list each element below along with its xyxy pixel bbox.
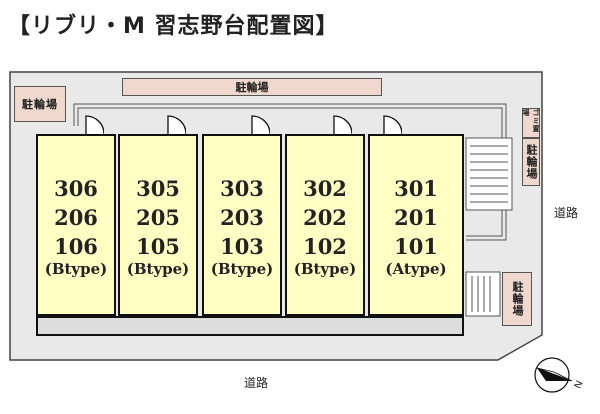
unit-room-numbers: 306 206 106 [38, 174, 114, 261]
staircase [465, 137, 513, 211]
road-label-right: 道路 [554, 206, 579, 220]
page-title: 【リブリ・M 習志野台配置図】 [8, 14, 339, 39]
entrance-steps [465, 271, 501, 317]
door-icon [251, 115, 270, 134]
door-icon [333, 115, 352, 134]
unit-room-numbers: 301 201 101 [370, 174, 462, 261]
room-number: 301 [394, 176, 438, 201]
door-icon [167, 115, 186, 134]
room-number: 201 [394, 205, 438, 230]
parking-left-label: 駐輪場 [22, 98, 58, 111]
unit-type: (Atype) [385, 260, 447, 278]
unit-type: (Btype) [293, 260, 357, 278]
room-number: 302 [303, 176, 347, 201]
door-icon [85, 115, 104, 134]
unit-block: 305 205 105 (Btype) [118, 134, 198, 316]
compass-letter: N [573, 379, 584, 390]
unit-block: 301 201 101 (Atype) [368, 134, 464, 316]
room-number: 303 [220, 176, 264, 201]
room-number: 101 [394, 234, 438, 259]
unit-type: (Btype) [210, 260, 274, 278]
unit-block: 306 206 106 (Btype) [36, 134, 116, 316]
room-number: 306 [54, 176, 98, 201]
parking-right-upper: 駐輪場 [522, 138, 540, 186]
room-number: 205 [136, 205, 180, 230]
door-icon [383, 115, 402, 134]
compass-icon: N [534, 357, 584, 393]
room-number: 105 [136, 234, 180, 259]
room-number: 106 [54, 234, 98, 259]
parking-top: 駐輪場 [122, 78, 382, 96]
road-label-bottom: 道路 [244, 376, 269, 390]
unit-room-numbers: 302 202 102 [287, 174, 363, 261]
parking-left: 駐輪場 [14, 86, 66, 122]
room-number: 202 [303, 205, 347, 230]
unit-block: 303 203 103 (Btype) [202, 134, 282, 316]
unit-room-numbers: 305 205 105 [120, 174, 196, 261]
unit-block: 302 202 102 (Btype) [285, 134, 365, 316]
parking-right-lower: 駐輪場 [502, 272, 532, 326]
unit-type: (Btype) [44, 260, 108, 278]
corridor [36, 316, 464, 336]
room-number: 305 [136, 176, 180, 201]
unit-type: (Btype) [126, 260, 190, 278]
room-number: 203 [220, 205, 264, 230]
unit-room-numbers: 303 203 103 [204, 174, 280, 261]
room-number: 206 [54, 205, 98, 230]
garbage-area: ゴミ置場 [522, 108, 540, 138]
room-number: 102 [303, 234, 347, 259]
room-number: 103 [220, 234, 264, 259]
